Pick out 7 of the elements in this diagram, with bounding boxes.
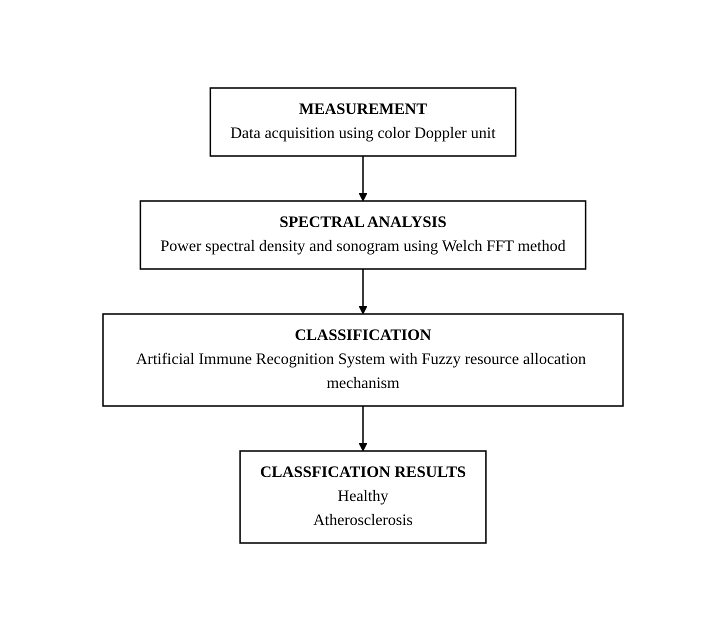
arrow bbox=[358, 268, 367, 314]
arrow bbox=[358, 156, 367, 201]
arrow bbox=[358, 406, 367, 451]
node-box: CLASSIFICATION Artificial Immune Recognition System with Fuzzy resource allocation mechanism bbox=[102, 312, 624, 406]
node-box: CLASSFICATION RESULTS Healthy Atherosclerosis bbox=[238, 450, 486, 544]
node-box: MEASUREMENT Data acquisition using color Doppler unit bbox=[209, 86, 516, 156]
node-box: SPECTRAL ANALYSIS Power spectral density and sonogram using Welch FFT method bbox=[139, 200, 586, 270]
